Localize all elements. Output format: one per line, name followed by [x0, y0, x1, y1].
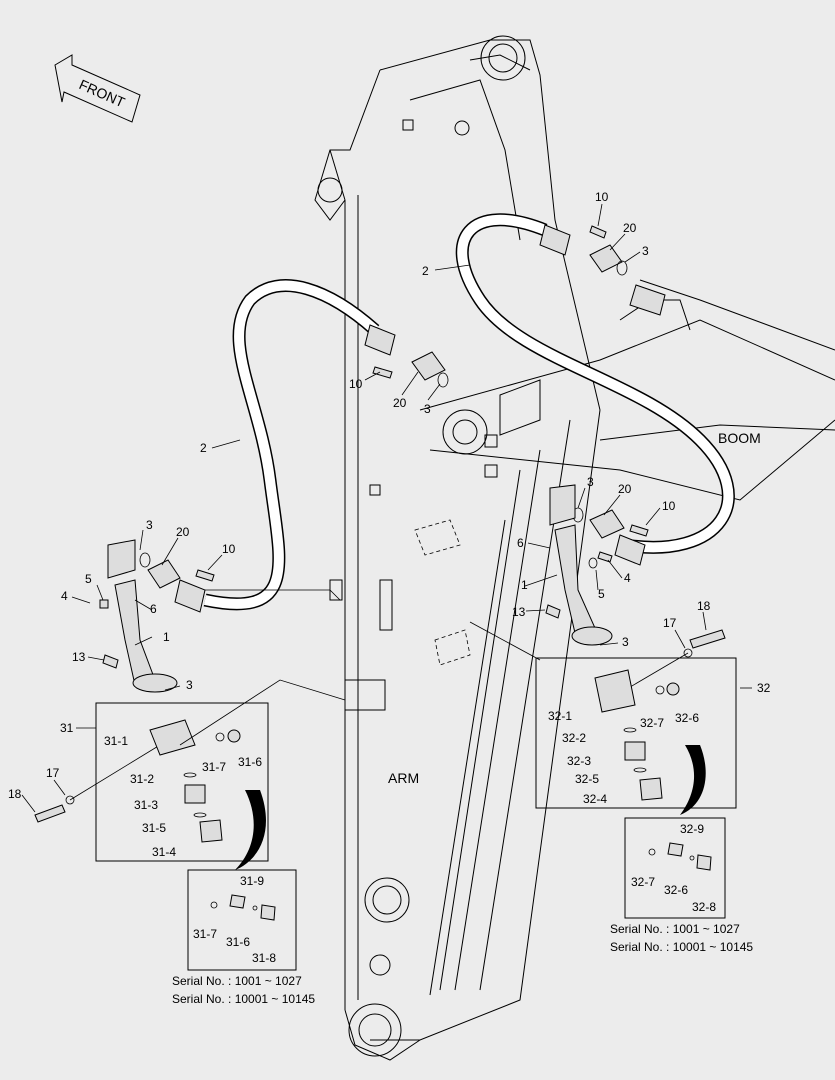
callout-32-3: 32-3: [567, 754, 591, 768]
callout-32-6: 32-6: [675, 711, 699, 725]
callout-32-5: 32-5: [575, 772, 599, 786]
serial-left-1: Serial No. : 1001 ~ 1027: [172, 974, 302, 988]
callout-17: 17: [46, 766, 60, 780]
callout-4: 4: [624, 571, 631, 585]
box-31-inset: [187, 869, 297, 971]
serial-notes: Serial No. : 1001 ~ 1027 Serial No. : 10…: [172, 922, 753, 1006]
front-arrow: FRONT: [54, 54, 141, 123]
leader-lines: [21, 203, 752, 813]
callout-10: 10: [349, 377, 363, 391]
right-pipe-assembly: [545, 484, 613, 646]
callout-1: 1: [163, 630, 170, 644]
callout-32-7: 32-7: [631, 875, 655, 889]
callout-32-9: 32-9: [680, 822, 704, 836]
callout-2: 2: [422, 264, 429, 278]
callout-3: 3: [622, 635, 629, 649]
callout-32-6: 32-6: [664, 883, 688, 897]
callout-32-1: 32-1: [548, 709, 572, 723]
hose-fittings: [174, 224, 646, 613]
callout-32: 32: [757, 681, 771, 695]
callout-3: 3: [186, 678, 193, 692]
callout-1: 1: [521, 578, 528, 592]
front-label: FRONT: [77, 76, 128, 110]
callout-32-8: 32-8: [692, 900, 716, 914]
callout-4: 4: [61, 589, 68, 603]
hose-right: [455, 213, 735, 554]
callout-6: 6: [517, 536, 524, 550]
boom-structure: BOOM ARM: [388, 279, 835, 786]
left-pipe-assembly: [99, 539, 178, 693]
callout-3: 3: [424, 402, 431, 416]
box-32-inset: [624, 817, 726, 919]
callout-31-7: 31-7: [193, 927, 217, 941]
bolts: [195, 225, 649, 582]
callout-3: 3: [642, 244, 649, 258]
flange-clamps: [139, 244, 666, 589]
callout-18: 18: [8, 787, 22, 801]
callout-32-4: 32-4: [583, 792, 607, 806]
box-32: [535, 657, 737, 815]
callout-31-7: 31-7: [202, 760, 226, 774]
callout-31-3: 31-3: [134, 798, 158, 812]
callout-31-2: 31-2: [130, 772, 154, 786]
callout-3: 3: [587, 475, 594, 489]
callout-10: 10: [662, 499, 676, 513]
callout-31-9: 31-9: [240, 874, 264, 888]
callout-3: 3: [146, 518, 153, 532]
callout-20: 20: [176, 525, 190, 539]
callout-10: 10: [222, 542, 236, 556]
callout-2: 2: [200, 441, 207, 455]
callout-13: 13: [512, 605, 526, 619]
callout-20: 20: [393, 396, 407, 410]
callout-31-1: 31-1: [104, 734, 128, 748]
callout-31-6: 31-6: [238, 755, 262, 769]
callout-31-8: 31-8: [252, 951, 276, 965]
callout-32-7: 32-7: [640, 716, 664, 730]
serial-right-2: Serial No. : 10001 ~ 10145: [610, 940, 753, 954]
callout-31-4: 31-4: [152, 845, 176, 859]
callout-20: 20: [623, 221, 637, 235]
callout-18: 18: [697, 599, 711, 613]
serial-left-2: Serial No. : 10001 ~ 10145: [172, 992, 315, 1006]
boom-label: BOOM: [718, 430, 761, 446]
callouts: 10 20 3 2 10 20 3 2 3 20 10 6 4 5 1 13 3…: [8, 190, 771, 965]
callout-32-2: 32-2: [562, 731, 586, 745]
arm-structure: [314, 35, 601, 1061]
callout-17: 17: [663, 616, 677, 630]
box-31: [95, 702, 269, 870]
callout-31-6: 31-6: [226, 935, 250, 949]
callout-6: 6: [150, 602, 157, 616]
callout-20: 20: [618, 482, 632, 496]
callout-13: 13: [72, 650, 86, 664]
callout-31-5: 31-5: [142, 821, 166, 835]
long-bolts: [34, 629, 726, 823]
callout-5: 5: [85, 572, 92, 586]
callout-10: 10: [595, 190, 609, 204]
hose-left: [203, 279, 380, 611]
callout-31: 31: [60, 721, 74, 735]
serial-right-1: Serial No. : 1001 ~ 1027: [610, 922, 740, 936]
arm-label: ARM: [388, 770, 419, 786]
callout-5: 5: [598, 587, 605, 601]
